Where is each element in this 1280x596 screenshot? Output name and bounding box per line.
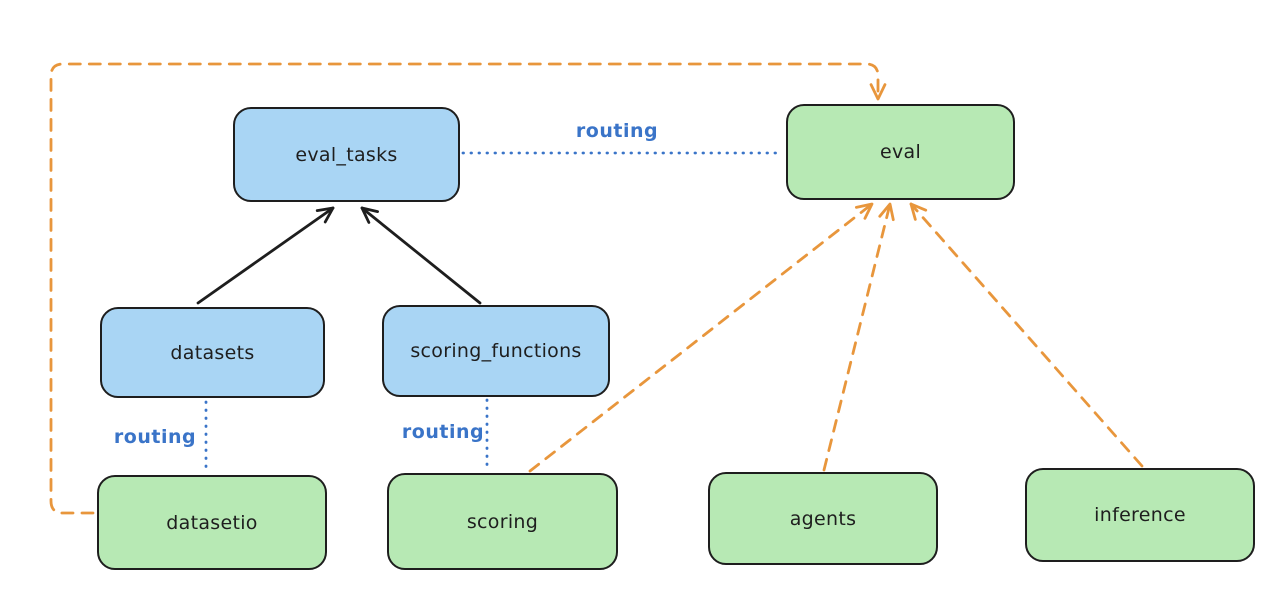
arrowhead-agents-to-eval xyxy=(878,202,895,222)
node-label-datasets: datasets xyxy=(170,341,255,364)
edge-label-eval_tasks-to-eval-routing: routing xyxy=(575,120,659,142)
edge-datasetio-to-eval xyxy=(49,62,880,515)
node-label-eval: eval xyxy=(879,141,922,163)
edge-label-scoring_functions-to-scoring-routing: routing xyxy=(401,421,485,443)
edge-scoring-to-eval xyxy=(528,202,874,473)
node-label-agents: agents xyxy=(789,507,857,530)
node-eval: eval xyxy=(786,104,1015,200)
node-eval_tasks: eval_tasks xyxy=(233,107,460,202)
edge-datasets-to-eval_tasks xyxy=(196,206,335,305)
arrowhead-inference-to-eval xyxy=(909,202,928,221)
node-datasetio: datasetio xyxy=(97,475,327,570)
arrowhead-datasets-to-eval_tasks xyxy=(315,206,335,224)
node-datasets: datasets xyxy=(100,307,325,398)
node-scoring_functions: scoring_functions xyxy=(382,305,610,397)
node-label-scoring_functions: scoring_functions xyxy=(410,340,582,362)
node-label-inference: inference xyxy=(1094,504,1186,526)
arrowhead-scoring-to-eval xyxy=(854,202,874,220)
edge-agents-to-eval xyxy=(822,202,892,472)
arrowhead-datasetio-to-eval xyxy=(869,83,887,101)
node-scoring: scoring xyxy=(387,473,618,570)
node-label-scoring: scoring xyxy=(466,510,539,533)
node-inference: inference xyxy=(1025,468,1255,562)
node-agents: agents xyxy=(708,472,938,565)
edge-inference-to-eval xyxy=(909,202,1144,468)
arrowhead-scoring_functions-to-eval_tasks xyxy=(360,206,379,224)
edge-label-datasets-to-datasetio-routing: routing xyxy=(113,426,197,448)
node-label-datasetio: datasetio xyxy=(166,511,258,534)
node-label-eval_tasks: eval_tasks xyxy=(295,143,398,166)
edge-scoring_functions-to-eval_tasks xyxy=(360,206,482,305)
